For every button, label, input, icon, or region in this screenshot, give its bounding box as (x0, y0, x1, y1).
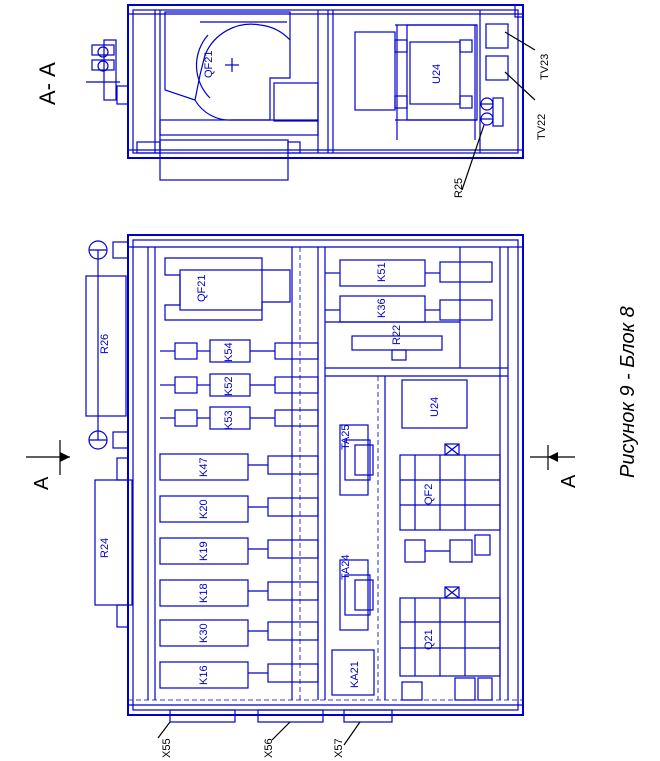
r24-resistor (94, 479, 133, 606)
svg-text:TA25: TA25 (340, 425, 352, 450)
relay-k16: K16 (159, 661, 319, 689)
r26-resistor (85, 275, 127, 417)
relay-k47: K47 (159, 453, 319, 481)
qf21-label: QF21 (196, 274, 208, 302)
ta24-current-transformer: TA24 (339, 555, 374, 631)
r26-label: R26 (99, 334, 111, 354)
relay-k53: K53 (160, 406, 319, 430)
section-bottom-handle (159, 139, 289, 181)
figure-caption: Рисунок 9 - Блок 8 (617, 306, 639, 478)
r25-label: R25 (453, 178, 465, 198)
svg-text:K30: K30 (198, 623, 210, 643)
svg-text:QF2: QF2 (423, 484, 435, 505)
x55-terminal (169, 709, 236, 723)
svg-text:K20: K20 (198, 499, 210, 519)
svg-text:K54: K54 (223, 342, 235, 362)
svg-text:K18: K18 (198, 583, 210, 603)
x56-label: X56 (263, 738, 275, 758)
x56-terminal (257, 709, 324, 723)
section-housing (127, 4, 524, 159)
relay-k20: K20 (159, 495, 319, 523)
svg-text:Q21: Q21 (423, 629, 435, 650)
section-view: QF21 U24 R25 (86, 4, 551, 198)
qf21-breaker-section (164, 11, 291, 121)
section-title: А- А (35, 62, 60, 105)
ka21-label: KA21 (349, 661, 361, 688)
relay-k18: K18 (159, 579, 319, 607)
svg-text:K52: K52 (223, 376, 235, 396)
ta25-current-transformer: TA25 (339, 424, 374, 496)
relay-k52: K52 (160, 373, 319, 397)
relay-k30: K30 (159, 619, 319, 647)
qf21-section-label: QF21 (203, 50, 215, 78)
svg-text:K53: K53 (223, 410, 235, 430)
x55-label: X55 (161, 738, 173, 758)
section-marker-right: А (558, 474, 580, 488)
ka21-relay (331, 649, 375, 696)
svg-text:K51: K51 (376, 262, 388, 282)
r24-label: R24 (99, 538, 111, 558)
u24-section-label: U24 (431, 64, 443, 84)
u24-label: U24 (429, 397, 441, 417)
x57-terminal (343, 709, 393, 723)
u24-transformer (401, 379, 468, 429)
tv22-label: TV22 (536, 114, 548, 140)
main-view: R26 R24 А А QF21 K54 (26, 234, 580, 758)
svg-text:K19: K19 (198, 541, 210, 561)
qf21-breaker (164, 257, 291, 321)
svg-text:TA24: TA24 (340, 555, 352, 580)
x57-label: X57 (333, 738, 345, 758)
relay-k51: K51 (325, 259, 493, 287)
q21-switch: Q21 (399, 586, 501, 677)
relay-k19: K19 (159, 537, 319, 565)
relay-k54: K54 (160, 339, 319, 363)
qf2-breaker: QF2 (399, 443, 501, 531)
svg-text:K16: K16 (198, 665, 210, 685)
r22-label: R22 (391, 325, 403, 345)
u24-section (409, 41, 461, 105)
relay-k36: K36 (325, 295, 493, 323)
tv23-label: TV23 (539, 54, 551, 80)
svg-text:K36: K36 (376, 298, 388, 318)
svg-text:K47: K47 (198, 457, 210, 477)
section-marker-left: А (31, 476, 53, 490)
